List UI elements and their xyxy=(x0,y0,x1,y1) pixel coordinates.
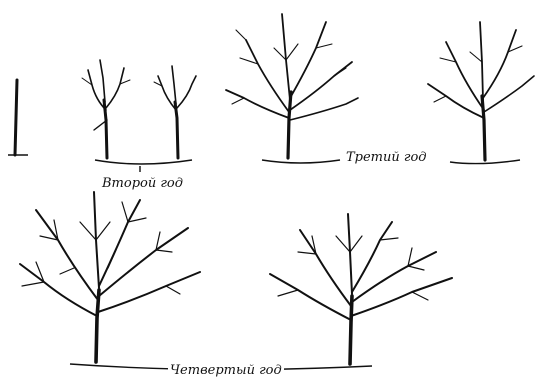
tree-year2-b xyxy=(154,66,196,158)
tree-year3-a xyxy=(226,14,358,158)
label-second-year: Второй год xyxy=(100,176,185,191)
tree-year3-b xyxy=(428,22,534,160)
label-fourth-year: Четвертый год xyxy=(168,363,284,378)
tree-year2-a xyxy=(82,60,130,158)
tree-year4-a xyxy=(20,192,200,362)
tree-year1-whip xyxy=(8,80,28,155)
ground-year2 xyxy=(95,160,192,172)
tree-year4-b xyxy=(270,214,452,364)
label-third-year: Третий год xyxy=(344,150,429,165)
